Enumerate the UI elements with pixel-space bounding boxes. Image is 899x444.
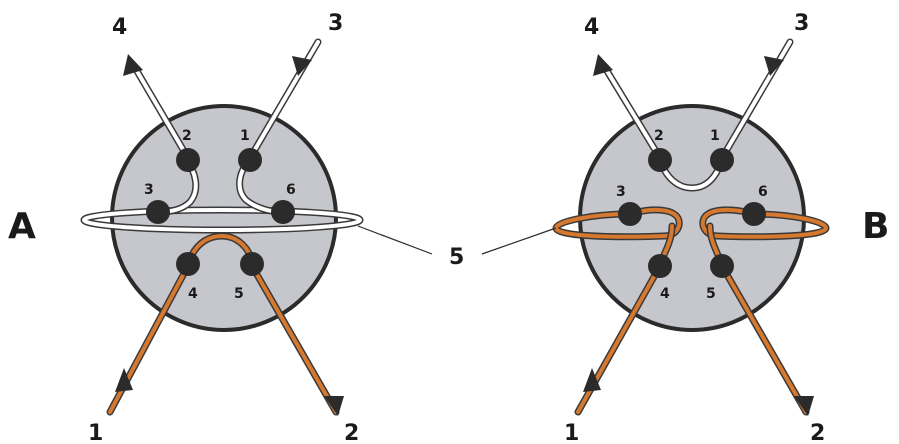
loop-callout: 5: [357, 225, 557, 270]
port-label-5-b: 5: [706, 286, 716, 302]
port-2-a: [176, 148, 200, 172]
external-label-4-a: 4: [112, 15, 127, 40]
port-6-a: [271, 200, 295, 224]
port-4-b: [648, 254, 672, 278]
port-1-b: [710, 148, 734, 172]
port-label-4-a: 4: [188, 286, 198, 302]
port-label-3-b: 3: [616, 184, 626, 200]
port-3-b: [618, 202, 642, 226]
port-1-a: [238, 148, 262, 172]
arrowhead-2-b: [794, 396, 814, 416]
panel-label-a: A: [8, 206, 36, 247]
port-3-a: [146, 200, 170, 224]
leader-line-b: [481, 227, 557, 255]
panel-a: 2 1 3 6 4 5 4 3 1 2 A: [8, 11, 364, 444]
external-label-3-a: 3: [328, 11, 343, 36]
port-2-b: [648, 148, 672, 172]
port-label-6-a: 6: [286, 182, 296, 198]
valve-body-a: [110, 104, 338, 332]
external-label-2-b: 2: [810, 421, 825, 444]
port-5-b: [710, 254, 734, 278]
port-label-2-a: 2: [182, 128, 192, 144]
arrowhead-2-a: [324, 396, 344, 416]
arrowhead-3-a: [292, 56, 312, 76]
port-label-2-b: 2: [654, 128, 664, 144]
port-label-1-b: 1: [710, 128, 720, 144]
external-label-3-b: 3: [794, 11, 809, 36]
valve-body-b: [578, 104, 806, 332]
arrowhead-1-a: [115, 368, 133, 392]
external-label-1-b: 1: [564, 421, 579, 444]
arrowhead-3-b: [764, 56, 784, 76]
external-label-4-b: 4: [584, 15, 599, 40]
port-6-b: [742, 202, 766, 226]
port-label-6-b: 6: [758, 184, 768, 200]
external-label-1-a: 1: [88, 421, 103, 444]
port-label-1-a: 1: [240, 128, 250, 144]
arrowhead-4-b: [593, 54, 613, 76]
port-5-a: [240, 252, 264, 276]
port-label-4-b: 4: [660, 286, 670, 302]
leader-line-a: [357, 225, 433, 255]
port-4-a: [176, 252, 200, 276]
arrowhead-1-b: [583, 368, 601, 392]
external-label-2-a: 2: [344, 421, 359, 444]
panel-b: 2 1 3 6 4 5 4 3 1 2 B: [552, 11, 889, 444]
loop-label: 5: [449, 245, 464, 270]
arrowhead-4-a: [123, 54, 143, 76]
port-label-3-a: 3: [144, 182, 154, 198]
panel-label-b: B: [862, 206, 889, 247]
port-label-5-a: 5: [234, 286, 244, 302]
sample-loop-a: [80, 206, 364, 234]
